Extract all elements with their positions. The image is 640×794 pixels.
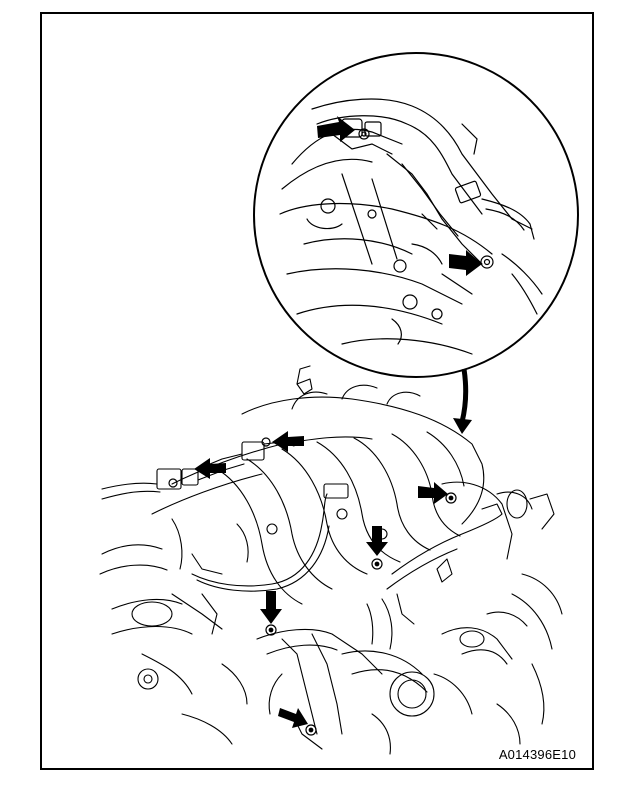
arrow-icon — [366, 526, 388, 556]
engine-illustration — [99, 52, 579, 755]
arrow-icon — [449, 250, 482, 276]
arrow-icon — [317, 116, 355, 142]
arrow-icon — [278, 708, 308, 728]
figure-code: A014396E10 — [498, 747, 576, 762]
bolt-markers — [168, 437, 457, 736]
arrow-icon — [418, 482, 448, 504]
detail-view — [253, 52, 579, 378]
callout-arrow — [453, 368, 472, 434]
arrows — [194, 431, 448, 728]
engine-assembly — [99, 365, 563, 755]
arrow-icon — [260, 591, 282, 624]
arrow-icon — [272, 431, 304, 452]
arrow-icon — [194, 458, 226, 479]
diagram-frame: A014396E10 — [40, 12, 594, 770]
